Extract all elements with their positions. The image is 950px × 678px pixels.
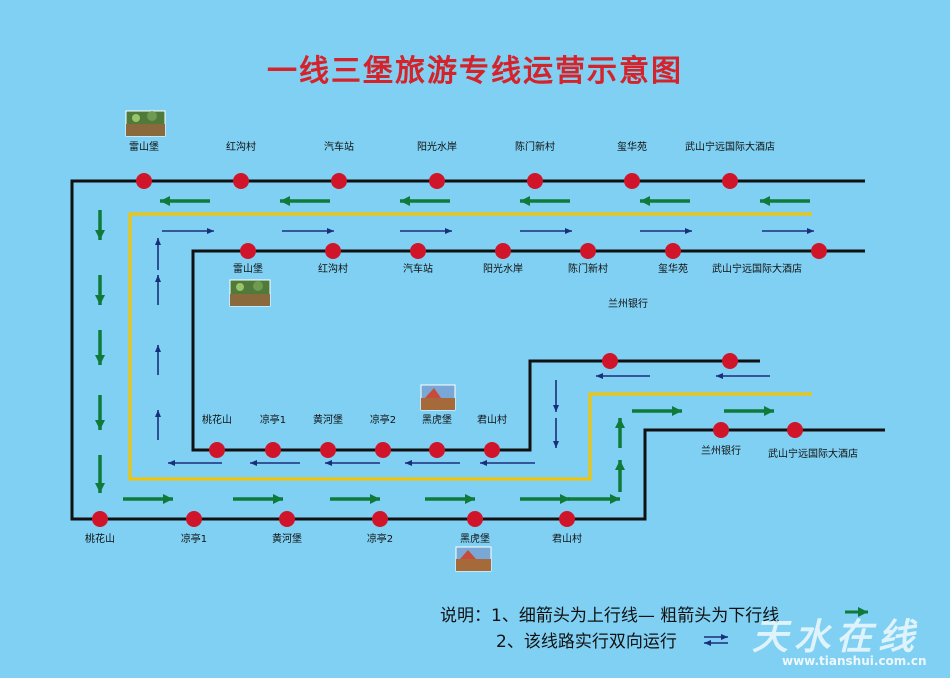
stop-label-upper-2: 汽车站	[403, 262, 433, 275]
landmark-photo-2	[229, 279, 271, 307]
stop-label-upper-4: 陈门新村	[568, 262, 608, 275]
stop-top-1	[233, 173, 249, 189]
stop-top-2	[331, 173, 347, 189]
stop-top-4	[527, 173, 543, 189]
legend-line-1: 说明：1、细箭头为上行线— 粗箭头为下行线	[440, 606, 780, 626]
stop-label-upper-6: 武山宁远国际大酒店	[712, 262, 802, 275]
landmark-photo-3	[420, 384, 456, 411]
stop-label-top-3: 阳光水岸	[417, 140, 457, 153]
page-title: 一线三堡旅游专线运营示意图	[267, 54, 683, 89]
stop-top-3	[429, 173, 445, 189]
stop-right-upper-1	[722, 353, 738, 369]
stop-label-lower-3: 凉亭2	[370, 413, 396, 426]
stop-label-bottom-0: 桃花山	[85, 532, 115, 545]
stop-lower-0	[209, 442, 225, 458]
stop-label-bottom-1: 凉亭1	[181, 532, 207, 545]
watermark-text: 天水在线	[752, 617, 921, 658]
stop-upper-3	[495, 243, 511, 259]
stop-label-upper-0: 雷山堡	[233, 262, 263, 275]
watermark-url: www.tianshui.com.cn	[782, 654, 927, 668]
stop-label-bottom-5: 君山村	[552, 532, 582, 545]
stop-upper-0	[240, 243, 256, 259]
stop-upper-5	[665, 243, 681, 259]
stop-label-lower-4: 黑虎堡	[422, 413, 452, 426]
stop-label-bottom-3: 凉亭2	[367, 532, 393, 545]
stop-right-lower-0	[713, 422, 729, 438]
stop-label-right-0: 兰州银行	[701, 444, 741, 457]
legend-arrow-sample	[704, 607, 868, 646]
stop-label-bottom-4: 黑虎堡	[460, 532, 490, 545]
landmark-photo-4	[455, 546, 492, 572]
stop-label-bottom-2: 黄河堡	[272, 532, 302, 545]
stop-label-lower-0: 桃花山	[202, 413, 232, 426]
stop-lower-4	[429, 442, 445, 458]
stop-right-upper-0	[602, 353, 618, 369]
inner-route-line	[191, 249, 865, 452]
legend-line-2: 2、该线路实行双向运行	[496, 632, 677, 652]
stop-label-lower-5: 君山村	[477, 413, 507, 426]
stop-upper-4	[580, 243, 596, 259]
stop-label-top-6: 武山宁远国际大酒店	[685, 140, 775, 153]
stop-top-0	[136, 173, 152, 189]
stop-lower-5	[484, 442, 500, 458]
landmark-photo-1	[125, 110, 166, 137]
yellow-center-line	[128, 212, 812, 481]
stop-label-lower-1: 凉亭1	[260, 413, 286, 426]
stop-bottom-2	[279, 511, 295, 527]
stop-label-top-1: 红沟村	[226, 140, 256, 153]
stop-label-top-2: 汽车站	[324, 140, 354, 153]
stop-label-upper-5: 玺华苑	[658, 262, 688, 275]
stop-upper-1	[325, 243, 341, 259]
stop-top-5	[624, 173, 640, 189]
stop-bottom-1	[186, 511, 202, 527]
stop-lower-1	[265, 442, 281, 458]
stop-right-lower-1	[787, 422, 803, 438]
stop-label-right-1: 武山宁远国际大酒店	[768, 447, 858, 460]
stop-upper-2	[410, 243, 426, 259]
floating-label: 兰州银行	[608, 297, 648, 310]
stop-bottom-5	[559, 511, 575, 527]
stop-bottom-4	[467, 511, 483, 527]
stop-upper-6	[811, 243, 827, 259]
stop-lower-2	[320, 442, 336, 458]
stop-bottom-3	[372, 511, 388, 527]
stop-label-top-4: 陈门新村	[515, 140, 555, 153]
stop-label-top-0: 雷山堡	[129, 140, 159, 153]
stop-lower-3	[375, 442, 391, 458]
stop-label-top-5: 玺华苑	[617, 140, 647, 153]
stop-label-lower-2: 黄河堡	[313, 413, 343, 426]
stop-top-6	[722, 173, 738, 189]
stop-bottom-0	[92, 511, 108, 527]
outer-route-line	[70, 179, 885, 521]
stop-label-upper-3: 阳光水岸	[483, 262, 523, 275]
stop-label-upper-1: 红沟村	[318, 262, 348, 275]
